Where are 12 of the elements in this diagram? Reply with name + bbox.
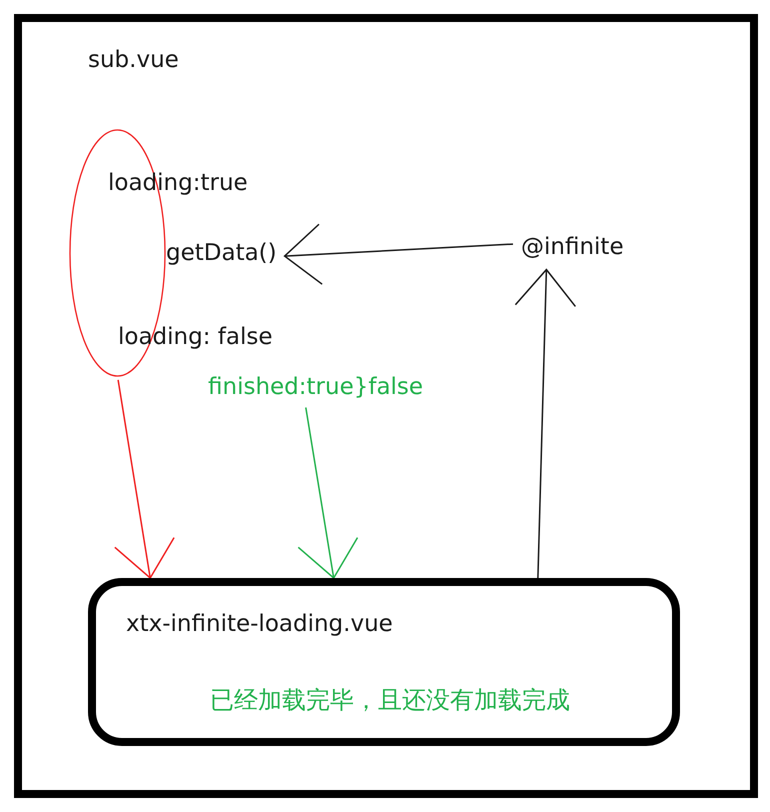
arrow [114, 380, 175, 579]
file-name-label: sub.vue [88, 47, 179, 75]
arrow [284, 224, 514, 285]
file-name-label: xtx-infinite-loading.vue [126, 611, 393, 639]
arrow [514, 268, 576, 578]
event-label: @infinite [521, 234, 624, 262]
state-label: finished:true}false [208, 374, 424, 402]
status-note: 已经加载完毕，且还没有加载完成 [210, 686, 570, 715]
rounded-frame [88, 578, 680, 746]
outer-frame [14, 14, 758, 798]
arrow [298, 407, 358, 579]
method-label: getData() [166, 240, 277, 268]
